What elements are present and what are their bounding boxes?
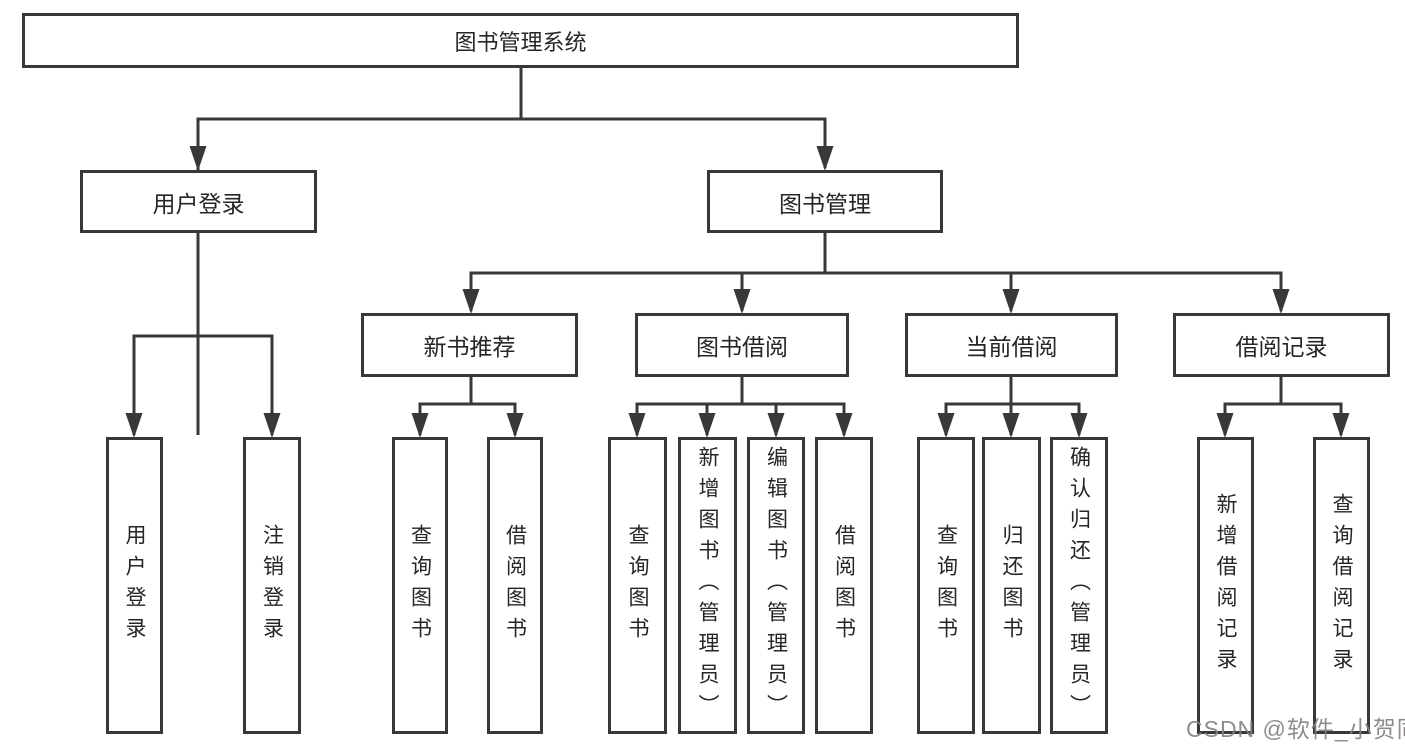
arrow-into-leaf-bb-add <box>698 413 716 438</box>
leaf-cb-query-books: 查询图书 <box>917 437 975 734</box>
node-book-management: 图书管理 <box>707 170 943 233</box>
leaf-label: 借阅图书 <box>503 523 527 648</box>
arrow-into-leaf-user-login <box>125 413 143 438</box>
leaf-nbr-borrow-books: 借阅图书 <box>487 437 543 734</box>
arrow-into-leaf-logout <box>263 413 281 438</box>
leaf-label: 新增图书（管理员） <box>696 446 719 725</box>
connector-lines <box>132 68 1343 435</box>
node-user-login: 用户登录 <box>80 170 317 233</box>
arrow-into-leaf-nbr-borrow <box>506 413 524 438</box>
leaf-label: 用户登录 <box>123 523 146 648</box>
leaf-label: 查询图书 <box>934 523 958 648</box>
arrow-into-leaf-nbr-query <box>411 413 429 438</box>
node-label: 用户登录 <box>152 190 245 217</box>
arrow-into-leaf-cb-query <box>937 413 955 438</box>
node-label: 新书推荐 <box>423 334 516 360</box>
node-current-borrowing: 当前借阅 <box>905 313 1118 377</box>
leaf-br-query-record: 查询借阅记录 <box>1313 437 1370 734</box>
connector-root-to-l2 <box>196 68 827 435</box>
csdn-watermark: CSDN @软件_小贺同学 <box>1186 716 1405 742</box>
leaf-nbr-query-books: 查询图书 <box>392 437 448 734</box>
node-book-borrowing: 图书借阅 <box>635 313 849 377</box>
leaf-label: 确认归还（管理员） <box>1067 446 1091 725</box>
leaf-label: 归还图书 <box>1000 523 1023 648</box>
arrowheads <box>125 146 1350 438</box>
arrow-into-leaf-br-add <box>1216 413 1234 438</box>
leaf-label: 查询借阅记录 <box>1330 492 1353 679</box>
arrow-into-user-login <box>189 146 207 171</box>
arrow-into-book-borrowing <box>733 289 751 314</box>
leaf-bb-query-books: 查询图书 <box>608 437 667 734</box>
leaf-cb-confirm-return-admin: 确认归还（管理员） <box>1050 437 1108 734</box>
arrow-into-borrowing-records <box>1272 289 1290 314</box>
connector-borrowing-to-leaves <box>635 377 846 435</box>
arrow-into-leaf-br-query <box>1332 413 1350 438</box>
connector-userlogin-to-leaves <box>132 233 274 435</box>
node-borrowing-records: 借阅记录 <box>1173 313 1390 377</box>
leaf-label: 借阅图书 <box>832 523 856 648</box>
node-new-book-recommend: 新书推荐 <box>361 313 578 377</box>
leaf-label: 新增借阅记录 <box>1214 492 1237 679</box>
leaf-label: 查询图书 <box>408 523 432 648</box>
arrow-into-leaf-bb-borrow <box>835 413 853 438</box>
node-label: 图书管理 <box>779 190 871 217</box>
leaf-label: 注销登录 <box>260 523 284 648</box>
leaf-bb-add-books-admin: 新增图书（管理员） <box>678 437 737 734</box>
node-label: 当前借阅 <box>965 334 1058 360</box>
arrow-into-current-borrowing <box>1002 289 1020 314</box>
leaf-bb-borrow-books: 借阅图书 <box>815 437 873 734</box>
node-book-management-system: 图书管理系统 <box>22 13 1019 68</box>
leaf-logout-login: 注销登录 <box>243 437 301 734</box>
leaf-user-login: 用户登录 <box>106 437 163 734</box>
arrow-into-leaf-cb-return <box>1002 413 1020 438</box>
node-label: 借阅记录 <box>1235 334 1328 360</box>
leaf-br-add-record: 新增借阅记录 <box>1197 437 1254 734</box>
arrow-into-leaf-bb-query <box>628 413 646 438</box>
leaf-label: 编辑图书（管理员） <box>764 446 788 725</box>
connector-newbook-to-leaves <box>418 377 517 435</box>
leaf-label: 查询图书 <box>626 523 649 648</box>
node-label: 图书借阅 <box>696 334 788 360</box>
arrow-into-leaf-cb-confirm <box>1070 413 1088 438</box>
node-label: 图书管理系统 <box>454 29 587 55</box>
arrow-into-leaf-bb-edit <box>767 413 785 438</box>
leaf-bb-edit-books-admin: 编辑图书（管理员） <box>747 437 805 734</box>
leaf-cb-return-books: 归还图书 <box>982 437 1041 734</box>
connector-records-to-leaves <box>1223 377 1343 435</box>
arrow-into-new-book-recommend <box>462 289 480 314</box>
arrow-into-book-management <box>816 146 834 171</box>
connector-bookmgmt-to-l3 <box>469 233 1283 311</box>
